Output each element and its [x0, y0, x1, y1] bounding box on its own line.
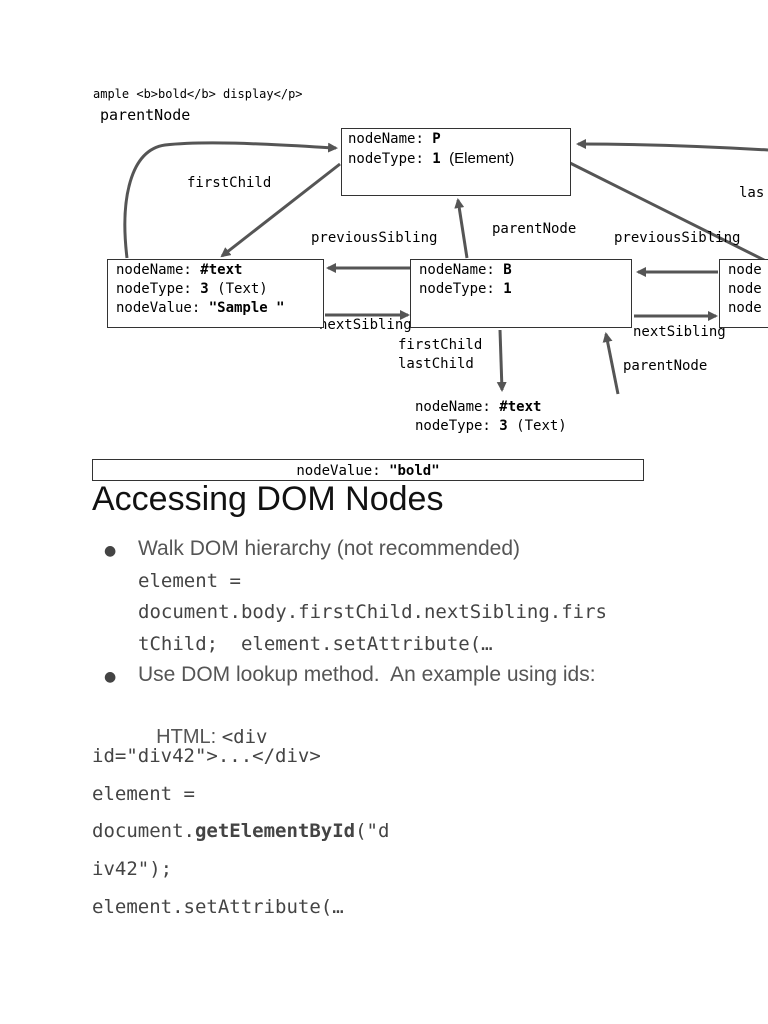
- label-parentNode-top: parentNode: [100, 106, 191, 124]
- bold-type-key: nodeType:: [415, 418, 500, 434]
- bold-value-key: nodeValue:: [296, 463, 390, 479]
- p-name-key: nodeName: [348, 131, 416, 147]
- right-node-line2: node: [728, 281, 762, 297]
- arrow-parent-right-to-p: [576, 139, 768, 152]
- label-lastChild-cut: las: [739, 185, 765, 201]
- text-value-value: "Sample ": [208, 300, 285, 316]
- text-node-sample: nodeName: #text nodeType: 3 (Text) nodeV…: [107, 259, 324, 328]
- b-element-node: nodeName: B nodeType: 1: [410, 259, 632, 328]
- bold-value-strip: nodeValue: "bold": [92, 459, 644, 481]
- arrow-firstChild-p-to-text: [220, 162, 341, 258]
- arrow-lastChild-p-to-right: [569, 161, 768, 264]
- code2-line3-post: ("d: [355, 820, 390, 842]
- b-type-value: 1: [503, 281, 512, 297]
- label-previousSibling-right: previousSibling: [614, 230, 741, 246]
- bold-value-line: nodeValue: "bold": [296, 463, 439, 479]
- arrow-parentNode-bold-to-b: [602, 332, 620, 395]
- label-nextSibling-right: nextSibling: [633, 324, 726, 340]
- top-caption: ample <b>bold</b> display</p>: [93, 87, 303, 101]
- label-lastChild-b: lastChild: [398, 356, 474, 372]
- b-name-value: B: [503, 262, 512, 278]
- label-firstChild-b: firstChild: [398, 337, 483, 353]
- p-type-note: (Element): [449, 150, 515, 167]
- right-node-line1: node: [728, 262, 762, 278]
- arrow-parentNode-b-to-p: [454, 198, 469, 259]
- bold-type-value: 3: [499, 418, 508, 434]
- b-node-type-line: nodeType: 1: [419, 280, 623, 299]
- b-node-name-line: nodeName: B: [419, 261, 623, 280]
- html-label: HTML:: [156, 726, 222, 748]
- text-name-key: nodeName:: [116, 262, 201, 278]
- p-node-name-line: nodeName: P: [348, 131, 441, 147]
- code1-line1: element =: [138, 570, 241, 592]
- label-parentNode-mid: parentNode: [492, 221, 577, 237]
- p-element-node: nodeName: P nodeType: 1 (Element): [341, 128, 571, 196]
- code2-line2: element =: [92, 783, 195, 805]
- bold-node-name-line: nodeName: #text: [415, 398, 567, 417]
- section-heading: Accessing DOM Nodes: [92, 480, 444, 518]
- text-value-key: nodeValue:: [116, 300, 209, 316]
- text-type-value: 3: [200, 281, 209, 297]
- bold-name-value: #text: [499, 399, 542, 415]
- diagram-arrows: [123, 139, 768, 395]
- b-name-key: nodeName:: [419, 262, 504, 278]
- bullet-text-walk-dom: Walk DOM hierarchy (not recommended): [138, 537, 520, 560]
- arrow-firstChild-b-to-bold: [496, 329, 507, 392]
- html-example-line: HTML: <div: [146, 707, 268, 749]
- code2-line3-pre: document.: [92, 820, 195, 842]
- text-node-value-line: nodeValue: "Sample ": [116, 299, 315, 318]
- bullet-dot-1: ●: [104, 543, 117, 559]
- text-node-type-line: nodeType: 3 (Text): [116, 280, 315, 299]
- label-nextSibling-left: nextSibling: [319, 317, 412, 333]
- bold-name-key: nodeName:: [415, 399, 500, 415]
- bold-value-value: "bold": [389, 463, 440, 479]
- p-node-type-line: nodeType: 1 (Element): [348, 150, 515, 167]
- text-type-key: nodeType:: [116, 281, 201, 297]
- code2-line5: element.setAttribute(…: [92, 896, 344, 918]
- code1-line3: tChild; element.setAttribute(…: [138, 633, 493, 655]
- code2-line1: id="div42">...</div>: [92, 745, 321, 767]
- bullet-dot-2: ●: [104, 669, 117, 685]
- p-name-value: P: [432, 131, 441, 147]
- bold-type-note: (Text): [507, 418, 567, 434]
- code2-line4: iv42");: [92, 858, 173, 880]
- label-firstChild: firstChild: [187, 175, 272, 191]
- text-node-name-line: nodeName: #text: [116, 261, 315, 280]
- right-sibling-node: node node node: [719, 259, 768, 328]
- code2-method-name: getElementById: [194, 820, 356, 842]
- p-type-key: nodeType: [348, 151, 416, 167]
- bold-node-type-line: nodeType: 3 (Text): [415, 417, 567, 436]
- code1-line2: document.body.firstChild.nextSibling.fir…: [138, 601, 607, 623]
- text-name-value: #text: [200, 262, 243, 278]
- label-parentNode-bottom: parentNode: [623, 358, 708, 374]
- b-type-key: nodeType:: [419, 281, 504, 297]
- p-type-value: 1: [432, 151, 441, 167]
- dom-tree-diagram: ample <b>bold</b> display</p> parentNode…: [0, 0, 768, 481]
- right-node-line3: node: [728, 300, 762, 316]
- code2-line3: document.getElementById("d: [92, 820, 389, 842]
- bullet-text-lookup: Use DOM lookup method. An example using …: [138, 663, 596, 686]
- bold-text-node: nodeName: #text nodeType: 3 (Text): [415, 398, 567, 436]
- text-type-note: (Text): [208, 281, 268, 297]
- arrow-parentNode-text-to-p: [123, 141, 338, 259]
- label-previousSibling-left: previousSibling: [311, 230, 438, 246]
- html-code: <div: [221, 726, 268, 748]
